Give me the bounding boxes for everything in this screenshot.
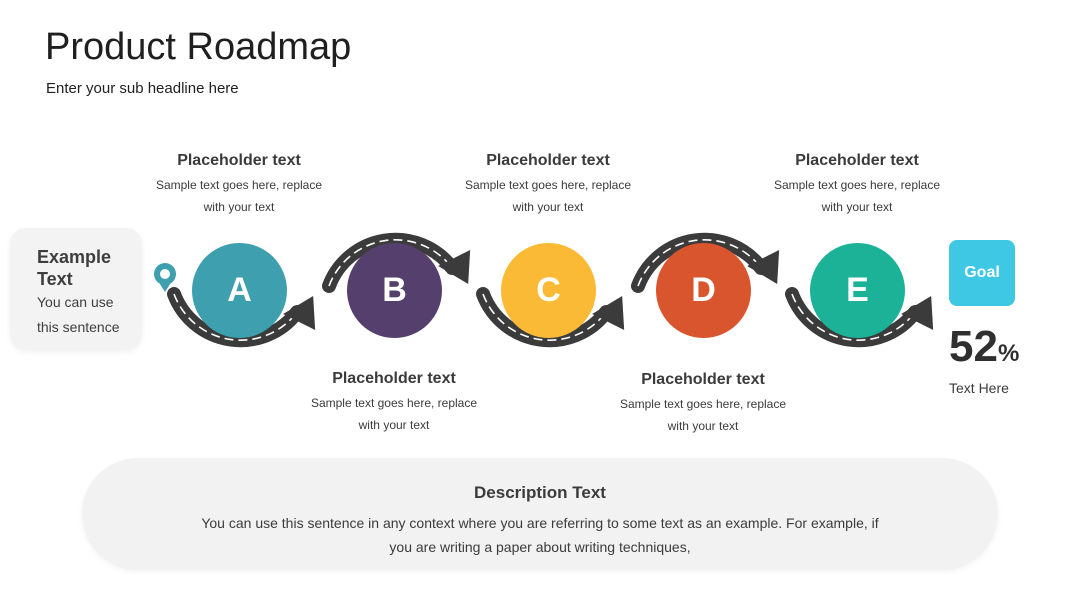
step-letter: C	[536, 271, 561, 309]
goal-percent-sign: %	[997, 340, 1020, 367]
road-arrowhead-4	[901, 296, 934, 330]
goal-caption: Text Here	[949, 380, 1009, 396]
page-subtitle: Enter your sub headline here	[46, 80, 239, 97]
side-card-title: Example Text	[37, 247, 112, 289]
description-card	[82, 458, 998, 570]
side-card-body: You can use this sentence	[37, 294, 120, 335]
step-title: Placeholder text	[641, 371, 765, 388]
goal-percent: 52%	[949, 322, 1019, 372]
step-c-circle: C	[501, 243, 596, 338]
step-b-circle: B	[347, 243, 442, 338]
pin-tip	[158, 281, 172, 292]
step-a-circle: A	[192, 243, 287, 338]
goal-badge: Goal	[949, 240, 1015, 306]
step-e-circle: E	[810, 243, 905, 338]
step-d-circle: D	[656, 243, 751, 338]
step-a-label: Placeholder text Sample text goes here, …	[154, 151, 324, 218]
description-body: You can use this sentence in any context…	[201, 515, 879, 555]
step-body: Sample text goes here, replace with your…	[773, 178, 941, 214]
road-dash-4	[791, 293, 916, 341]
road-dash-3	[637, 239, 762, 287]
road-dash-0	[173, 293, 298, 341]
step-body: Sample text goes here, replace with your…	[310, 396, 478, 432]
description-title: Description Text	[474, 483, 606, 502]
road-dash-1	[328, 239, 453, 287]
goal-percent-value: 52	[949, 322, 998, 371]
step-e-label: Placeholder text Sample text goes here, …	[772, 151, 942, 218]
road-arrowhead-3	[747, 250, 780, 284]
road-arrowhead-1	[438, 250, 471, 284]
step-title: Placeholder text	[486, 152, 610, 169]
step-letter: B	[382, 271, 407, 309]
step-letter: D	[691, 271, 716, 309]
step-letter: A	[227, 271, 252, 309]
step-title: Placeholder text	[177, 152, 301, 169]
road-dash-2	[482, 293, 607, 341]
pin-center	[160, 269, 170, 279]
step-body: Sample text goes here, replace with your…	[155, 178, 323, 214]
page-title: Product Roadmap	[45, 26, 352, 68]
road-arrowhead-2	[592, 296, 625, 330]
step-title: Placeholder text	[795, 152, 919, 169]
step-letter: E	[846, 271, 869, 309]
step-body: Sample text goes here, replace with your…	[464, 178, 632, 214]
road-arrowhead-0	[283, 296, 316, 330]
side-card	[10, 228, 142, 350]
step-title: Placeholder text	[332, 370, 456, 387]
step-body: Sample text goes here, replace with your…	[619, 397, 787, 433]
step-b-label: Placeholder text Sample text goes here, …	[309, 369, 479, 436]
step-d-label: Placeholder text Sample text goes here, …	[618, 370, 788, 437]
step-c-label: Placeholder text Sample text goes here, …	[463, 151, 633, 218]
